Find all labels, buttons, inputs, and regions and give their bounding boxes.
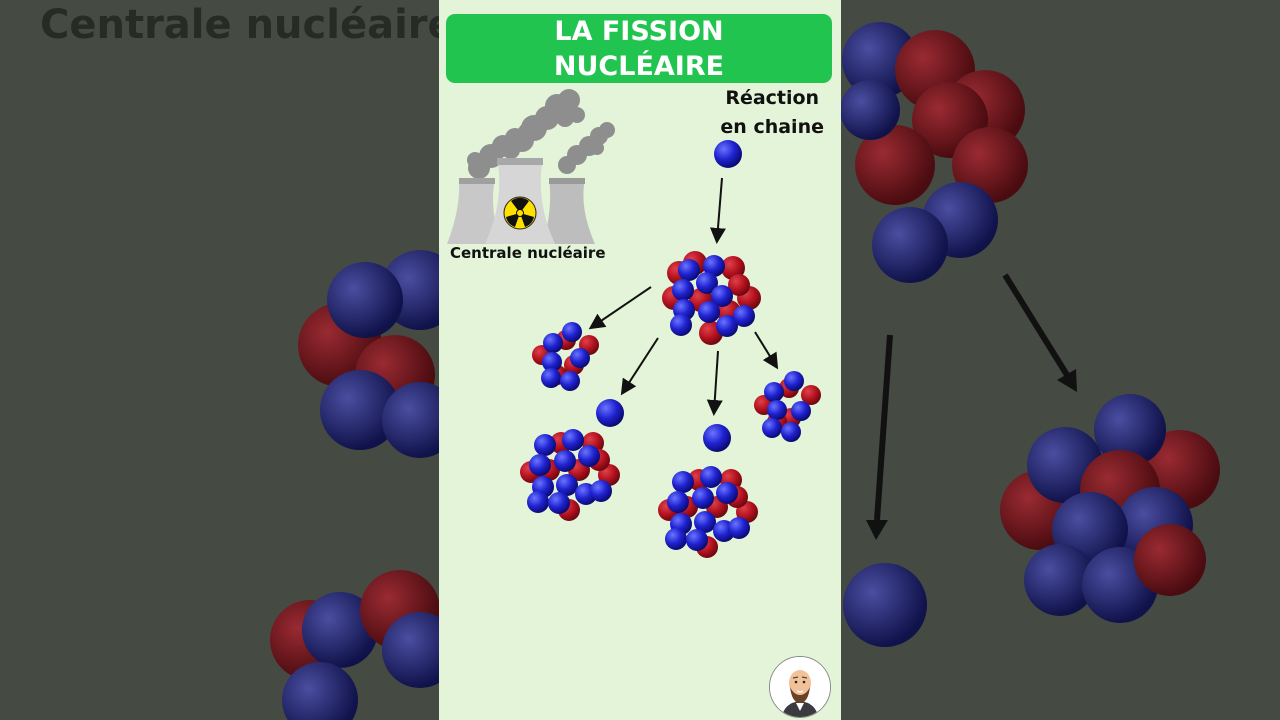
nuclear-plant-icon — [447, 89, 615, 244]
background-right-arrows — [866, 273, 1077, 540]
background-left-cluster-top — [298, 250, 460, 458]
diagram-panel: LA FISSION NUCLÉAIRE — [439, 0, 841, 720]
fission-fragment-upper-left — [532, 322, 599, 391]
title-line-2: NUCLÉAIRE — [553, 51, 725, 82]
channel-avatar[interactable] — [769, 656, 831, 718]
arrow-to-fragment-right — [754, 331, 779, 370]
radiation-icon — [503, 196, 537, 230]
fission-fragment-lower-middle — [658, 466, 758, 558]
incoming-neutron — [714, 140, 742, 168]
background-right-cluster-bottom — [1000, 394, 1220, 623]
background-left-cluster-bottom — [270, 570, 458, 720]
arrow-to-neutron-left — [620, 337, 659, 396]
chain-reaction-line-2: en chaine — [720, 116, 824, 138]
chain-reaction-label: Réaction en chaine — [720, 84, 824, 142]
title-banner: LA FISSION NUCLÉAIRE — [446, 14, 832, 83]
background-right-neutron — [843, 563, 927, 647]
title-line-1: LA FISSION — [554, 16, 724, 47]
arrow-to-fragment-upper-left — [588, 286, 652, 330]
arrow-to-nucleus — [709, 177, 726, 244]
background-title: Centrale nucléaire — [40, 2, 455, 48]
plant-label: Centrale nucléaire — [450, 244, 606, 262]
fission-fragment-right — [754, 371, 821, 442]
background-right-cluster-top — [840, 22, 1028, 283]
released-neutron-middle — [703, 424, 731, 452]
arrow-to-neutron-middle — [706, 350, 723, 416]
diagram-canvas — [447, 89, 821, 558]
released-neutron-left — [596, 399, 624, 427]
chain-reaction-line-1: Réaction — [725, 87, 820, 109]
uranium-nucleus — [662, 251, 761, 345]
fission-fragment-lower-left — [520, 429, 620, 521]
bald-man-avatar-icon — [770, 657, 830, 717]
